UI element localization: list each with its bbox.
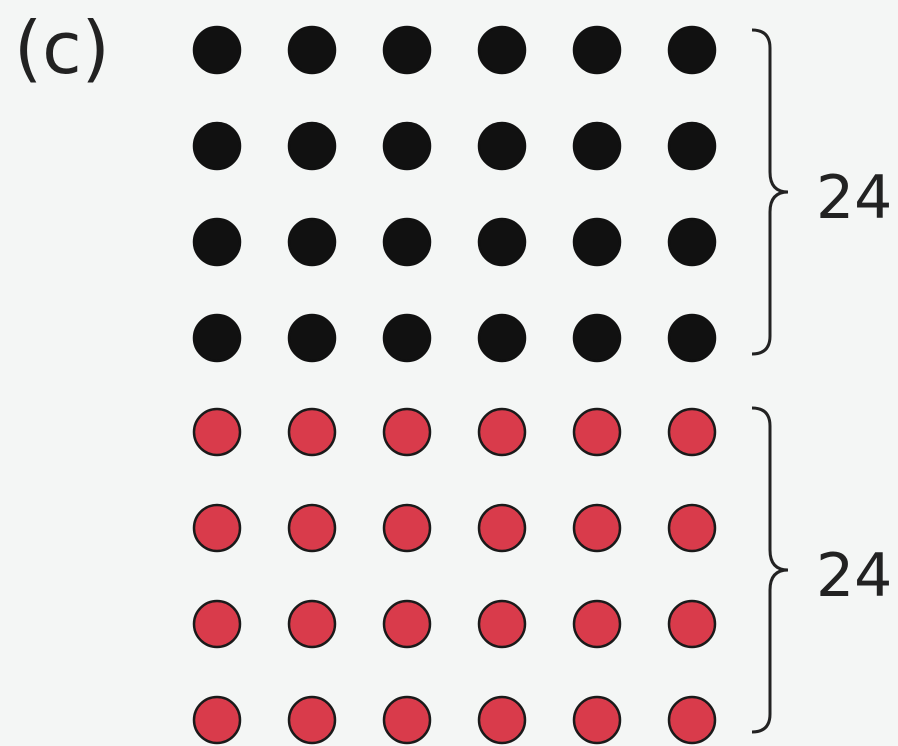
- black-dot: [669, 123, 715, 169]
- black-dot: [669, 27, 715, 73]
- black-dot: [289, 219, 335, 265]
- black-dot: [669, 315, 715, 361]
- red-dot: [384, 409, 430, 455]
- red-group-total: 24: [816, 546, 892, 606]
- red-dot: [384, 505, 430, 551]
- black-dot: [384, 219, 430, 265]
- black-dot: [574, 219, 620, 265]
- black-dot: [479, 315, 525, 361]
- red-dot: [384, 601, 430, 647]
- red-dot: [194, 505, 240, 551]
- black-dot: [289, 123, 335, 169]
- red-dot: [384, 697, 430, 743]
- black-dot: [479, 219, 525, 265]
- red-dot: [574, 505, 620, 551]
- black-dot: [194, 315, 240, 361]
- red-dot: [289, 697, 335, 743]
- red-dot: [669, 697, 715, 743]
- red-dot: [479, 601, 525, 647]
- black-dot: [574, 315, 620, 361]
- black-dot: [479, 27, 525, 73]
- red-dot: [289, 505, 335, 551]
- red-dot: [289, 601, 335, 647]
- part-label: (c): [14, 12, 110, 84]
- red-dot: [194, 601, 240, 647]
- black-dot: [574, 27, 620, 73]
- red-dot: [479, 697, 525, 743]
- red-dot: [479, 409, 525, 455]
- dots-layer: [194, 27, 715, 743]
- black-dot: [384, 315, 430, 361]
- red-dot: [669, 601, 715, 647]
- black-dot: [289, 315, 335, 361]
- red-dot: [574, 697, 620, 743]
- red-dot: [669, 505, 715, 551]
- red-dot: [574, 409, 620, 455]
- black-dot: [479, 123, 525, 169]
- black-dot: [384, 27, 430, 73]
- red-dot: [289, 409, 335, 455]
- black-dot: [289, 27, 335, 73]
- black-group-total: 24: [816, 168, 892, 228]
- red-dot: [194, 697, 240, 743]
- red-dot: [479, 505, 525, 551]
- black-dot: [194, 123, 240, 169]
- red-dot: [194, 409, 240, 455]
- brace-red: [752, 408, 788, 732]
- black-dot: [194, 27, 240, 73]
- black-dot: [669, 219, 715, 265]
- black-dot: [384, 123, 430, 169]
- red-dot: [669, 409, 715, 455]
- red-dot: [574, 601, 620, 647]
- black-dot: [574, 123, 620, 169]
- brace-black: [752, 30, 788, 354]
- black-dot: [194, 219, 240, 265]
